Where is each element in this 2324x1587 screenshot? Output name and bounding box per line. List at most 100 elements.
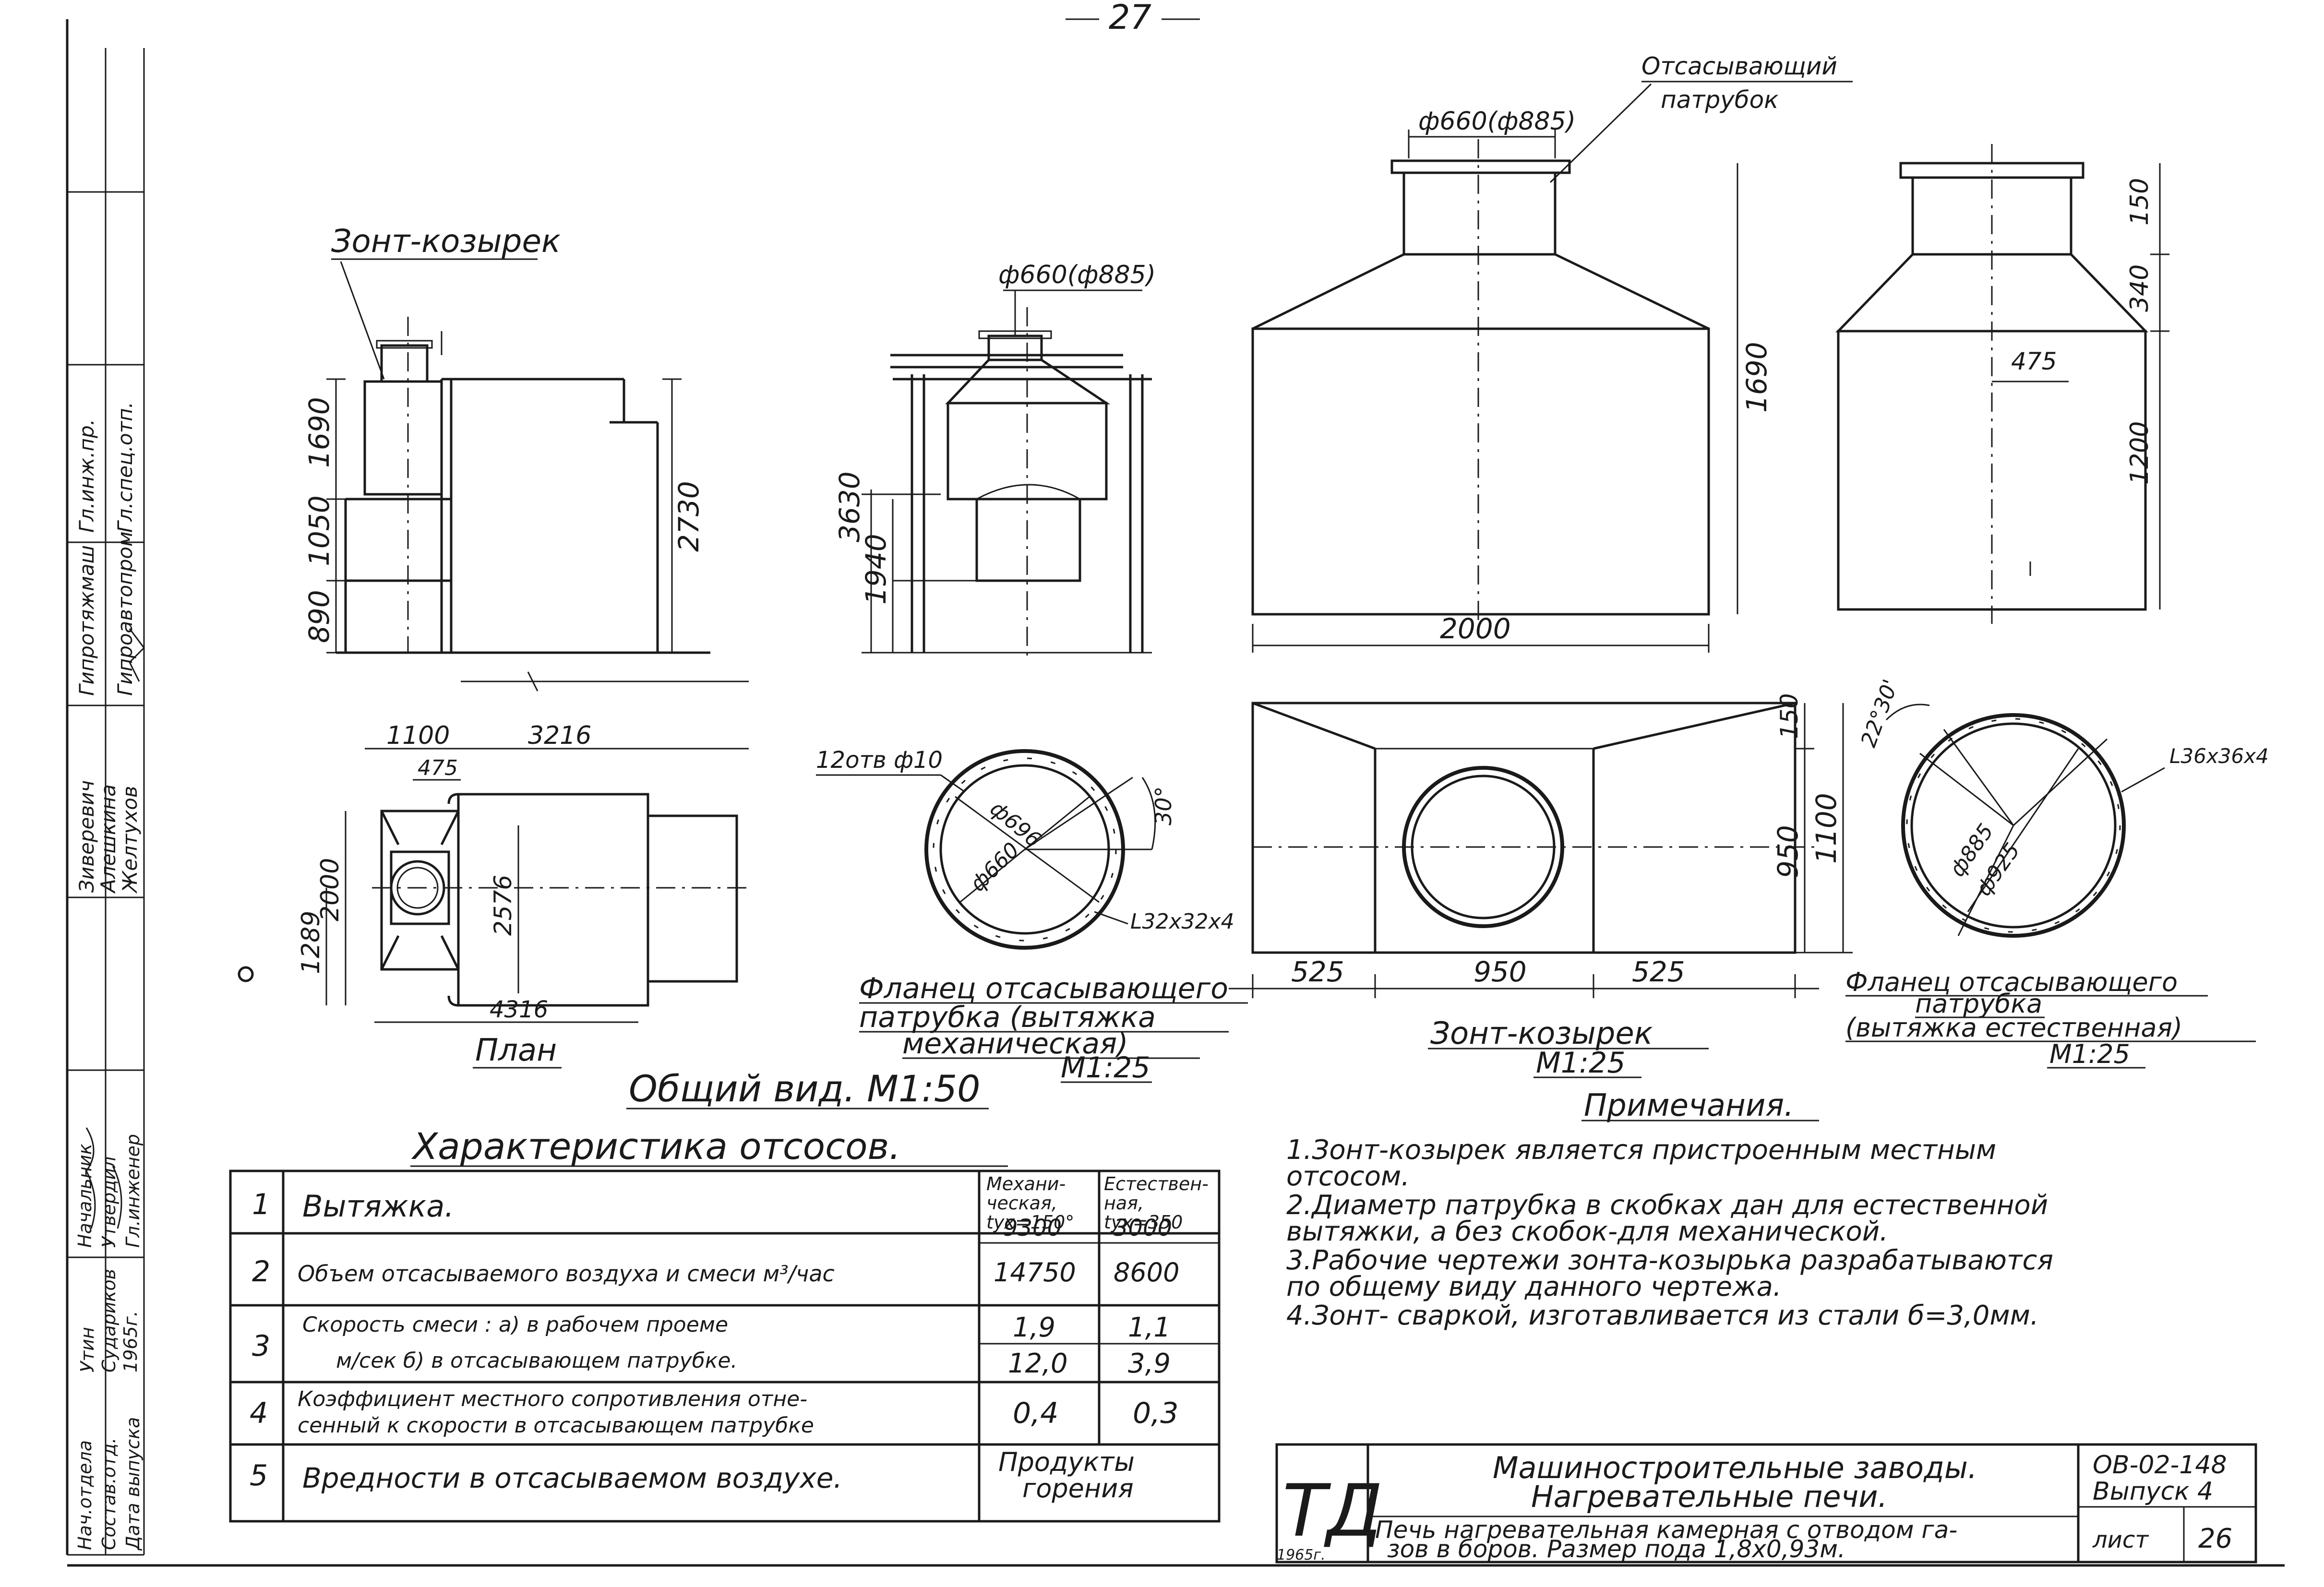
row-mech: 14750	[994, 1257, 1076, 1288]
dim-340: 340	[2125, 264, 2154, 312]
front-view: ф660(ф885) 3630 1940	[833, 261, 1156, 662]
dim-3630: 3630	[833, 471, 866, 542]
row-mech: Продукты	[998, 1447, 1135, 1477]
row-label: Вытяжка.	[302, 1189, 454, 1224]
table-title: Характеристика отсосов.	[411, 1125, 900, 1168]
col-mech: ческая,	[986, 1193, 1057, 1214]
title-year: 1965г.	[1277, 1547, 1326, 1563]
canopy-plan: 150 950 1100 525 950 525 Зонт-козырек М1…	[1229, 693, 1853, 1080]
notes: Примечания. 1.Зонт-козырек является прис…	[1286, 1088, 2053, 1331]
row-label: Скорость смеси : а) в рабочем проеме	[302, 1313, 728, 1337]
exhaust-pipe-label: Отсасывающий	[1641, 52, 1837, 80]
flange-mech-caption: Фланец отсасывающего	[859, 972, 1228, 1005]
stamp-cell: Гипротяжмаш	[75, 545, 98, 696]
flange-mech-caption: механическая)	[902, 1027, 1128, 1061]
stamp-cell: Гл.инженер	[122, 1134, 144, 1248]
col-nat: ная,	[1104, 1193, 1144, 1214]
characteristics-table: Характеристика отсосов. Механи- ческая, …	[229, 1125, 1221, 1523]
canopy-side-view: 475 150 340 1200	[1835, 144, 2169, 624]
dim-890: 890	[303, 590, 335, 643]
notes-title: Примечания.	[1584, 1088, 1794, 1123]
note-line: отсосом.	[1286, 1161, 1410, 1192]
stamp-cell: Гл.инж.пр.	[75, 419, 98, 533]
title-org: Машиностроительные заводы.	[1493, 1450, 1977, 1485]
row-mech: горения	[1022, 1473, 1134, 1503]
dim-1050: 1050	[303, 495, 335, 566]
stamp-cell: 1965г.	[120, 1311, 141, 1372]
stamp-cell: Дата выпуска	[122, 1417, 144, 1551]
flange-nat-caption: Фланец отсасывающего	[1845, 967, 2178, 997]
row-mech: 1,9	[1013, 1312, 1055, 1343]
canopy-front-view: Отсасывающий патрубок ф660(ф885) 2000 16…	[1251, 52, 1853, 653]
canopy-height: 1690	[1740, 342, 1773, 413]
dim-525-left: 525	[1291, 955, 1344, 988]
row-nat: 1,1	[1128, 1312, 1171, 1343]
row-mech: 0,4	[1013, 1396, 1058, 1430]
row-nat: 3000	[1114, 1215, 1172, 1241]
canopy-plan-caption: Зонт-козырек	[1430, 1016, 1653, 1051]
dim-1100: 1100	[386, 721, 450, 750]
title-issue: Выпуск 4	[2093, 1477, 2213, 1506]
dim-150: 150	[2125, 178, 2154, 226]
note-line: 3.Рабочие чертежи зонта-козырька разраба…	[1286, 1245, 2053, 1276]
note-line: 4.Зонт- сваркой, изготавливается из стал…	[1286, 1300, 2039, 1331]
stamp-cell: Судариков	[98, 1269, 120, 1372]
dim-1940: 1940	[860, 534, 892, 605]
row-label: м/сек б) в отсасывающем патрубке.	[336, 1348, 737, 1373]
general-view-title: Общий вид. М1:50	[629, 1067, 981, 1110]
plan-title: План	[475, 1033, 557, 1068]
flange-nat-angle: 22°30'	[1856, 676, 1903, 751]
stamp-cell: Алешкина	[96, 784, 120, 894]
flange-mechanical: 30° 12отв ф10 ф696 ф660 L32х32х4 Фланец …	[816, 747, 1248, 1085]
dim-475-plan: 475	[418, 756, 458, 780]
title-description: Печь нагревательная камерная с отводом г…	[1375, 1516, 1957, 1544]
title-description: зов в боров. Размер пода 1,8х0,93м.	[1387, 1535, 1845, 1563]
dim-1100-vert: 1100	[1810, 793, 1843, 864]
row-num: 1	[252, 1188, 270, 1221]
note-line: 1.Зонт-козырек является пристроенным мес…	[1286, 1134, 1996, 1166]
dim-1690: 1690	[303, 397, 335, 468]
canopy-plan-scale: М1:25	[1536, 1046, 1626, 1080]
row-num: 2	[252, 1255, 270, 1289]
note-line: по общему виду данного чертежа.	[1286, 1271, 1782, 1302]
col-mech: Механи-	[986, 1173, 1066, 1194]
flange-mech-caption: патрубка (вытяжка	[859, 1001, 1156, 1034]
dim-1289: 1289	[297, 911, 325, 974]
flange-nat-scale: М1:25	[2049, 1039, 2130, 1069]
row-num: 4	[250, 1396, 268, 1430]
canopy-width: 2000	[1440, 612, 1511, 645]
row-num: 5	[250, 1459, 268, 1492]
sheet-label: лист	[2092, 1527, 2149, 1553]
stamp-cell: Зиверевич	[75, 780, 98, 893]
row-num: 3	[252, 1329, 270, 1363]
stamp-cell: Гл.спец.отп.	[113, 402, 137, 533]
dim-1200: 1200	[2125, 421, 2154, 485]
dim-950-vert: 950	[1772, 825, 1804, 878]
row-label: Вредности в отсасываемом воздухе.	[302, 1462, 842, 1494]
stamp-cell: Утин	[77, 1327, 98, 1372]
title-code: ОВ-02-148	[2093, 1451, 2227, 1480]
flange-mech-scale: М1:25	[1061, 1051, 1150, 1085]
page-number: 27	[1109, 0, 1151, 37]
row-label: Объем отсасываемого воздуха и смеси м³/ч…	[298, 1261, 835, 1287]
title-logo: ТД	[1282, 1469, 1383, 1553]
row-nat: 8600	[1114, 1257, 1179, 1288]
dim-150-plan: 150	[1775, 693, 1803, 739]
front-dia: ф660(ф885)	[998, 261, 1156, 289]
flange-nat-profile: L36х36х4	[2169, 744, 2269, 768]
row-nat: 3,9	[1128, 1348, 1171, 1379]
flange-mech-dia-inner: ф660	[966, 838, 1024, 896]
exhaust-pipe-label: патрубок	[1661, 86, 1778, 114]
stamp-cell: Нач.отдела	[74, 1440, 96, 1550]
flange-mech-profile: L32х32х4	[1130, 909, 1234, 934]
dim-525-right: 525	[1632, 955, 1685, 988]
flange-mech-angle: 30°	[1150, 786, 1176, 825]
dim-950-bottom: 950	[1473, 955, 1527, 988]
note-line: 2.Диаметр патрубка в скобках дан для ест…	[1286, 1190, 2048, 1221]
sheet-number: 26	[2198, 1523, 2232, 1554]
plan-view: 1100 3216 475 4316 2000 1289 2576 План	[238, 721, 749, 1069]
side-view: Зонт-козырек 1690 1050 890 2730	[303, 223, 749, 692]
stamp-cell: Желтухов	[118, 786, 142, 894]
title-subject: Нагревательные печи.	[1531, 1479, 1887, 1514]
side-stamp: Гипротяжмаш Гипроавтопром Гл.инж.пр. Гл.…	[66, 19, 145, 1556]
